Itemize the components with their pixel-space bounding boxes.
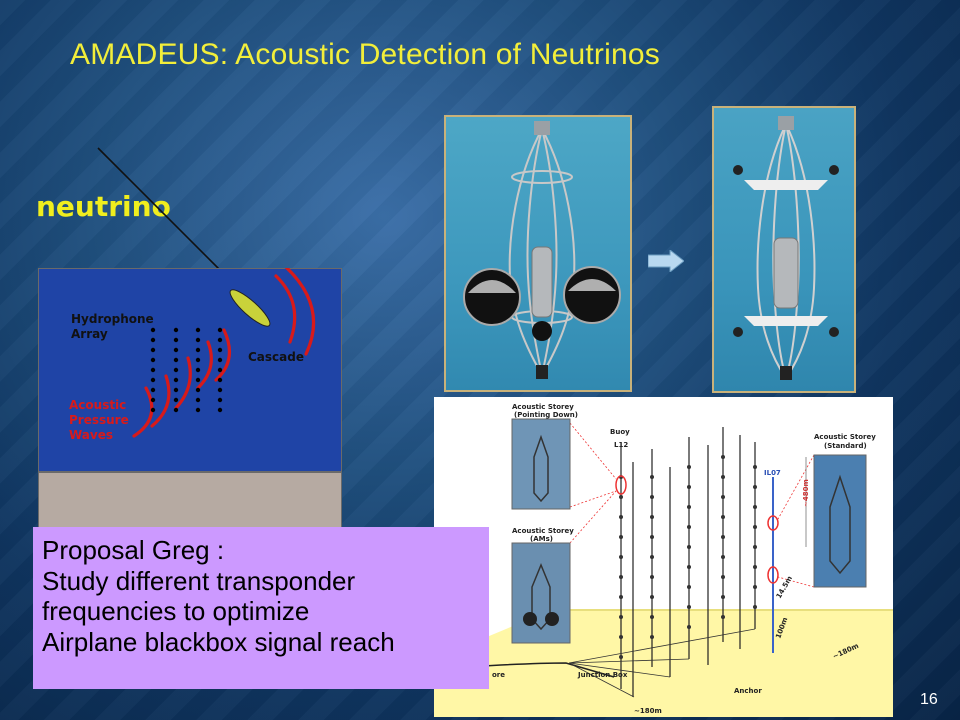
neutrino-label: neutrino: [36, 190, 171, 223]
diagram-graphics: [132, 268, 316, 438]
hydrophone-label: Hydrophone Array: [71, 312, 154, 342]
page-number: 16: [920, 691, 938, 708]
proposal-box: Proposal Greg : Study different transpon…: [33, 527, 489, 689]
cascade-shape: [229, 289, 271, 327]
storey-ams-line1: Acoustic Storey: [512, 527, 574, 535]
storey-down-line1: Acoustic Storey: [512, 403, 574, 411]
storey-std-line1: Acoustic Storey: [814, 433, 876, 441]
dim-480-label: ~480m: [802, 479, 810, 507]
cascade-label: Cascade: [248, 350, 304, 364]
l12-label: L12: [614, 441, 628, 449]
dim-180b-label: ~180m: [634, 707, 662, 715]
storey-ams-line2: (AMs): [530, 535, 553, 543]
proposal-line3: frequencies to optimize: [42, 596, 310, 626]
acoustic-waves-label: Acoustic Pressure Waves: [69, 398, 129, 443]
buoy-label: Buoy: [610, 428, 630, 436]
proposal-line1: Proposal Greg :: [42, 535, 225, 565]
il07-label: IL07: [764, 469, 781, 477]
anchor-label: Anchor: [734, 687, 762, 695]
storey-down-line2: (Pointing Down): [514, 411, 578, 419]
storey-std-line2: (Standard): [824, 442, 867, 450]
antares-detector-schematic: Acoustic Storey (Pointing Down) Acoustic…: [434, 397, 893, 717]
acoustic-label-line2: Pressure: [69, 413, 129, 427]
shore-label: ore: [492, 671, 505, 679]
slide-title: AMADEUS: Acoustic Detection of Neutrinos: [70, 38, 660, 71]
hydrophone-label-line1: Hydrophone: [71, 312, 154, 326]
acoustic-storey-photo: [712, 106, 856, 393]
proposal-line4: Airplane blackbox signal reach: [42, 626, 395, 657]
acoustic-label-line3: Waves: [69, 428, 114, 442]
proposal-line2: Study different transponder: [42, 565, 356, 596]
hydrophone-label-line2: Array: [71, 327, 108, 341]
storey-photo-with-oms: [444, 115, 632, 392]
acoustic-label-line1: Acoustic: [69, 398, 127, 412]
right-arrow-icon: [648, 250, 684, 272]
acoustic-storey-illustration: [733, 116, 839, 380]
storey-illustration: [463, 121, 621, 379]
junction-box-label: Junction Box: [577, 671, 628, 679]
acoustic-detection-diagram: Hydrophone Array Cascade Acoustic Pressu…: [38, 268, 342, 534]
antares-graphics: Acoustic Storey (Pointing Down) Acoustic…: [434, 403, 893, 717]
